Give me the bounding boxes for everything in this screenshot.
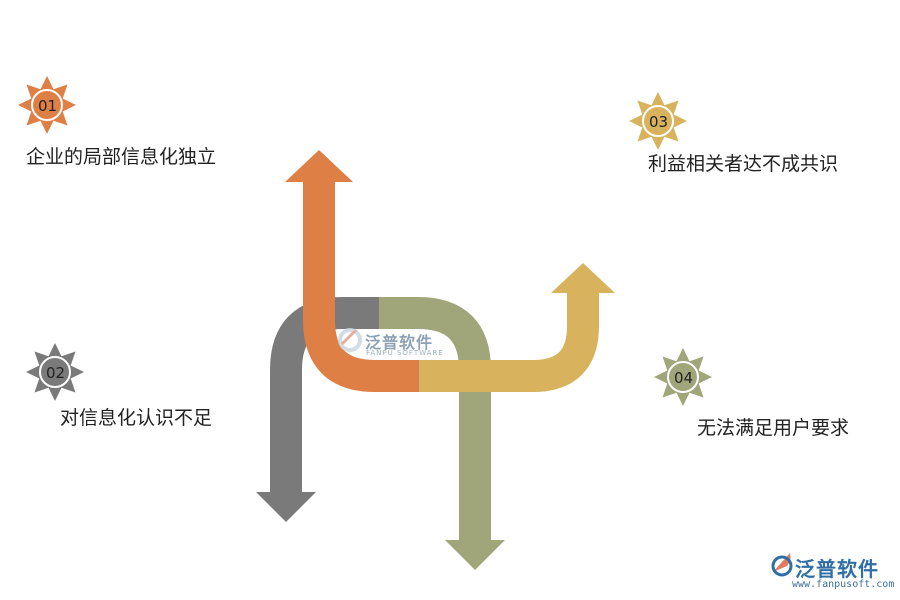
badge-03: 03 [629,92,687,150]
brand-name: 泛普软件 [795,557,879,581]
arrow-03-head [551,263,615,293]
arrow-03-yellow [419,263,615,392]
arrow-02-body [270,297,379,492]
item-01-label: 企业的局部信息化独立 [26,146,217,168]
item-03-label: 利益相关者达不成共识 [648,153,839,175]
arrow-01-body [303,182,419,392]
badge-01-number: 01 [38,97,57,115]
arrow-02-gray [256,297,379,522]
watermark-text: 泛普软件 [365,333,434,352]
arrow-01-orange [285,150,419,392]
watermark-logo-icon [338,328,362,352]
arrow-01-head [285,150,353,182]
item-02-label: 对信息化认识不足 [60,407,213,429]
badge-04: 04 [654,348,712,406]
watermark-subtext: FANPU SOFTWARE [366,349,444,357]
brand-url: www.fanpusoft.com [792,579,895,590]
badge-04-number: 04 [674,369,693,387]
arrow-02-head [256,492,316,522]
badge-01: 01 [18,76,76,134]
item-04-label: 无法满足用户要求 [697,417,850,439]
badge-02-number: 02 [46,364,65,382]
brand-logo-icon [771,553,793,577]
arrow-03-body [419,293,599,392]
badge-03-number: 03 [649,113,668,131]
badge-02: 02 [26,343,84,401]
arrow-04-head [445,540,505,570]
